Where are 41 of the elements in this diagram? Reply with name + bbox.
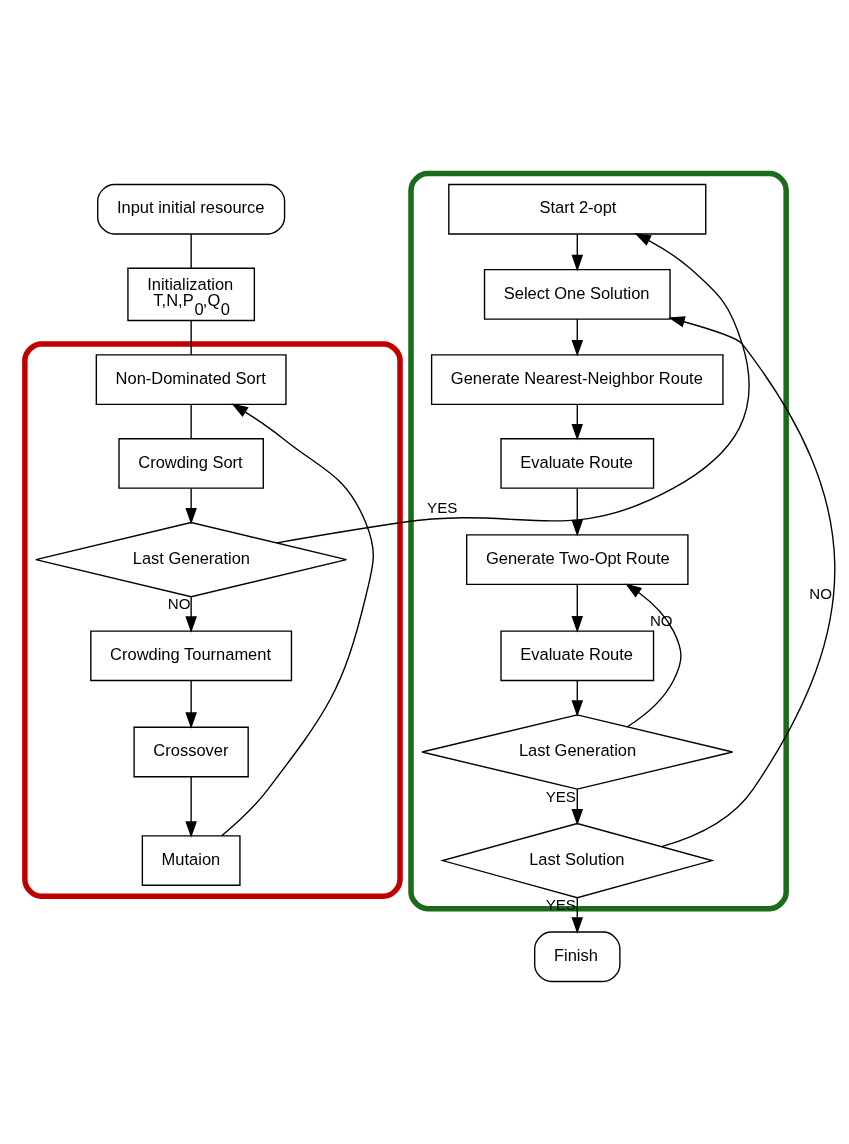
arrow xyxy=(276,233,750,544)
node-box: Crowding Tournament xyxy=(90,630,293,682)
node-box: Mutaion xyxy=(141,835,241,886)
node-box: Crowding Sort xyxy=(118,438,264,489)
connector xyxy=(190,319,192,356)
node-box: Generate Nearest-Neighbor Route xyxy=(430,354,724,406)
node-box: Input initial resource xyxy=(97,183,286,235)
node-diamond: Last Generation xyxy=(421,714,734,790)
arrow xyxy=(571,233,584,272)
node-diamond: Last Solution xyxy=(440,822,715,899)
arrow xyxy=(625,583,682,728)
arrow xyxy=(185,596,197,633)
node-box: Generate Two-Opt Route xyxy=(466,534,689,586)
arrow xyxy=(571,897,584,934)
arrow xyxy=(571,318,584,357)
connector xyxy=(190,233,192,269)
arrow xyxy=(571,487,584,537)
arrow xyxy=(571,403,584,441)
edge-label: NO xyxy=(167,595,191,613)
arrow xyxy=(660,316,836,848)
arrow xyxy=(571,788,584,826)
node-box: Select One Solution xyxy=(483,269,671,320)
cluster xyxy=(22,341,403,900)
edge-label: YES xyxy=(427,499,458,517)
connector xyxy=(190,403,192,440)
node-box: Crossover xyxy=(133,726,249,778)
node-box: Evaluate Route xyxy=(500,438,655,489)
edge-label: NO xyxy=(809,584,832,602)
arrow xyxy=(185,487,197,525)
node-box: Evaluate Route xyxy=(500,630,655,682)
cluster xyxy=(408,170,789,912)
node-box: Non-Dominated Sort xyxy=(95,354,287,406)
node-box: Finish xyxy=(534,931,621,983)
arrow xyxy=(185,776,197,838)
edge-label: YES xyxy=(545,787,576,805)
arrow xyxy=(571,583,584,633)
arrow xyxy=(221,403,374,837)
arrow xyxy=(185,680,197,729)
arrow xyxy=(571,680,584,717)
node-box: Start 2-opt xyxy=(448,183,707,235)
node-diamond: Last Generation xyxy=(35,521,348,598)
